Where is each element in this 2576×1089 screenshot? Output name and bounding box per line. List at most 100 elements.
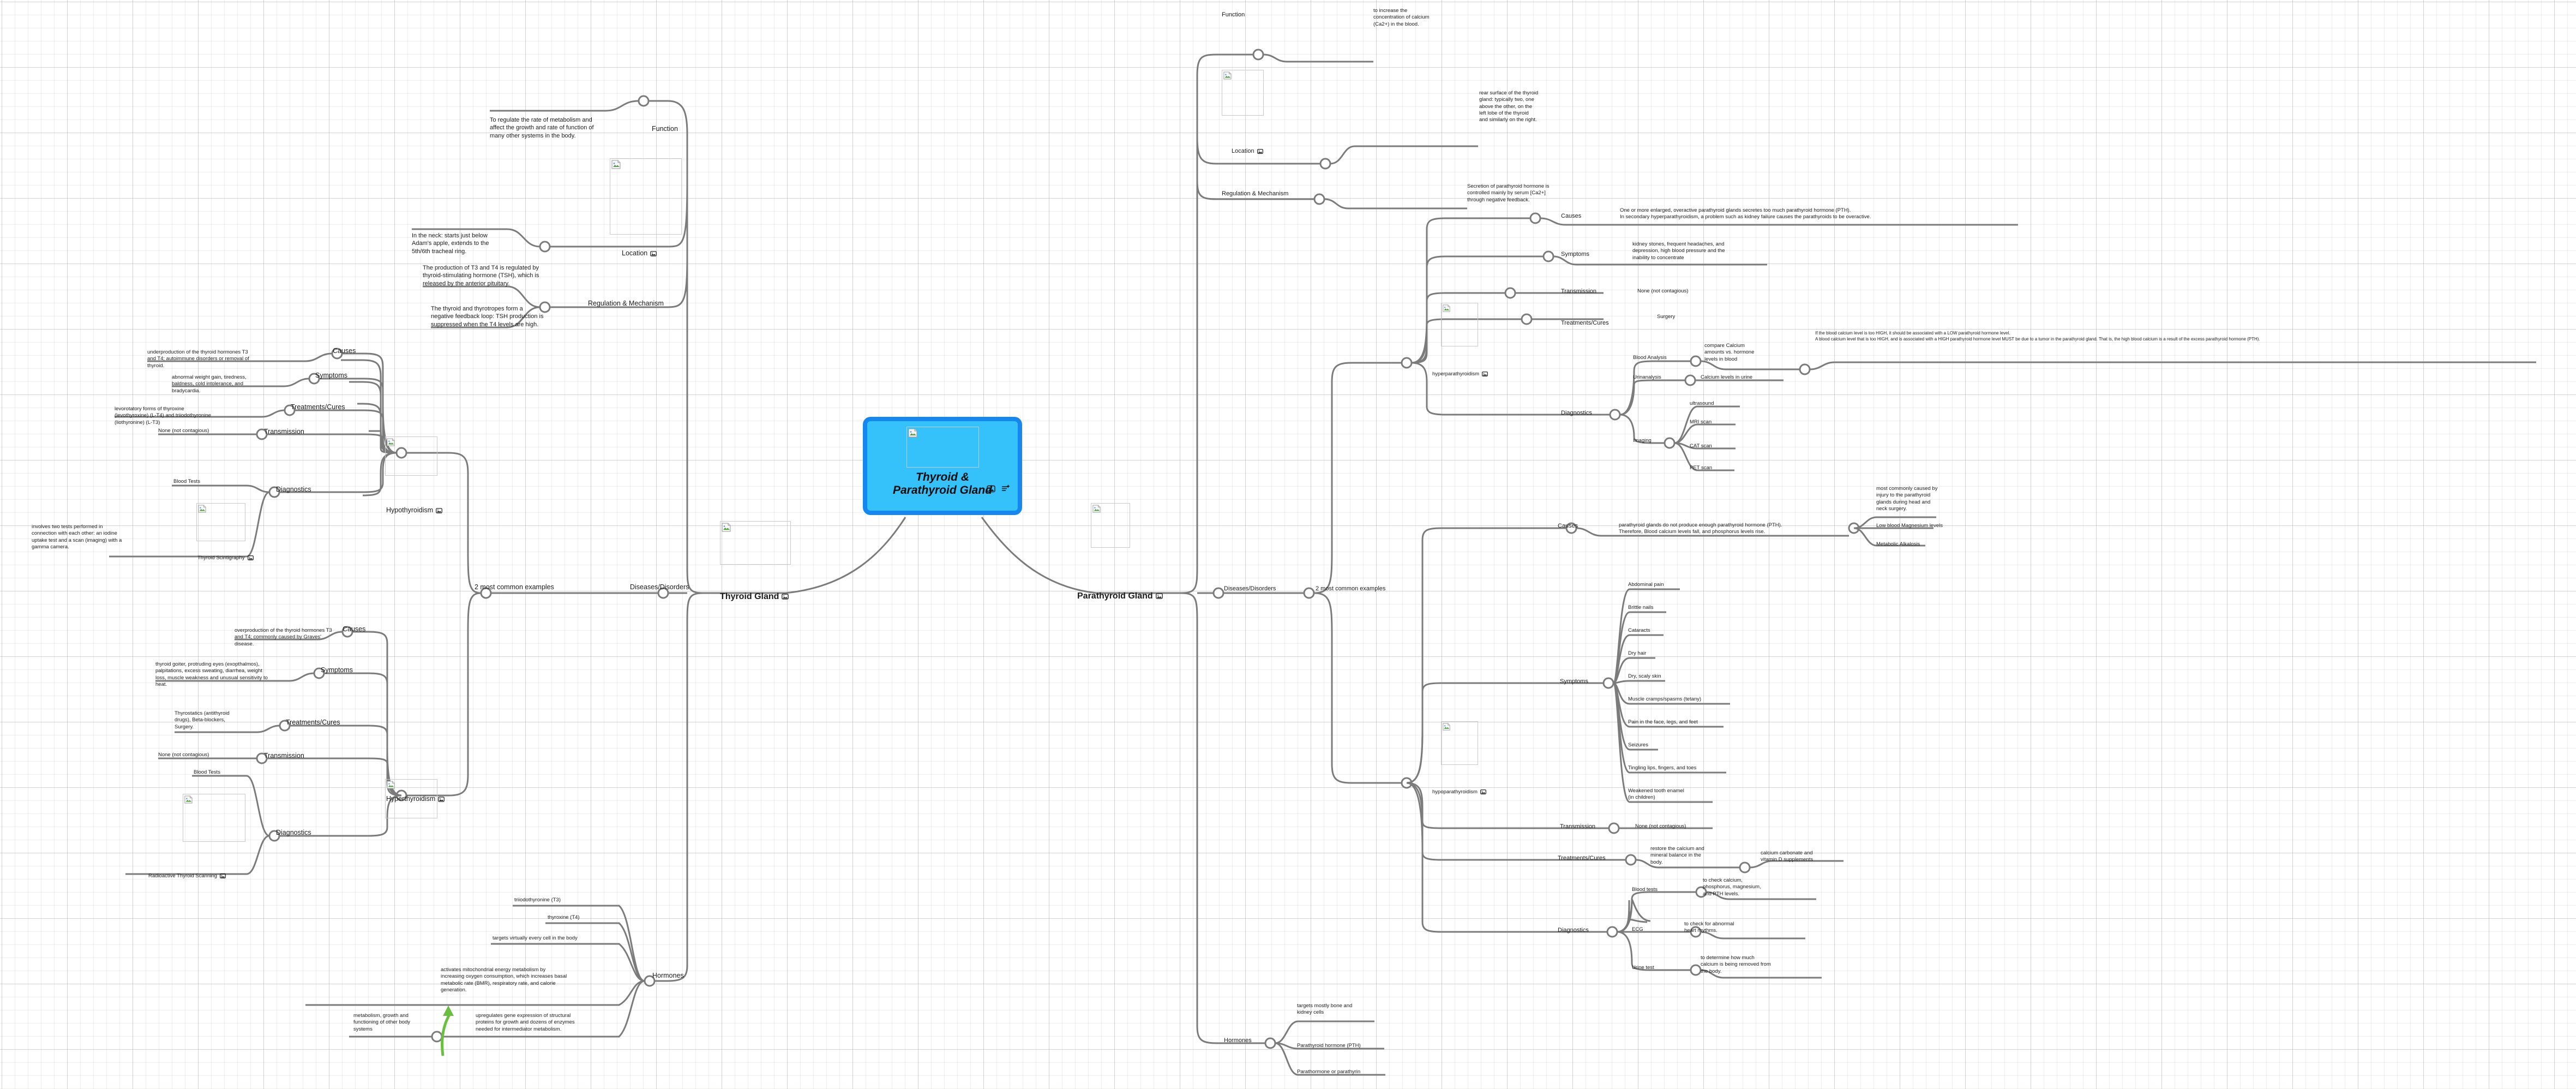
thyroid-gland-image-placeholder (720, 521, 791, 565)
image-icon[interactable] (247, 555, 254, 561)
radioactive-thyroid-scanning-image-placeholder (183, 794, 245, 842)
hypothyroidism-treatments-label: Treatments/Cures (291, 403, 345, 411)
thyroid-location-image-placeholder (610, 158, 682, 235)
parathyroid-hormone-pth: Parathyroid hormone (PTH) (1297, 1043, 1361, 1049)
image-icon[interactable] (1480, 789, 1486, 795)
hypothyroidism-diagnostics-label: Diagnostics (276, 486, 311, 493)
symptom-item-6: Pain in the face, legs, and feet (1628, 719, 1698, 725)
broken-image-icon (1443, 304, 1452, 314)
broken-image-icon (1223, 71, 1233, 81)
thyroid-hormone-action-bmr: activates mitochondrial energy metabolis… (441, 967, 567, 994)
hyperthyroidism-treatments-detail: Thyrostatics (antithyroid drugs), Beta-b… (175, 710, 230, 730)
disease-node-hyperthyroidism: Hyperthyroidism (386, 786, 490, 804)
image-icon[interactable] (438, 796, 445, 803)
broken-image-icon (198, 505, 207, 514)
hyperthyroidism-symptoms-detail: thyroid goiter, protruding eyes (exoptha… (155, 661, 268, 688)
parathyroid-diseases-label: Diseases/Disorders (1224, 585, 1276, 592)
symptom-item-2: Cataracts (1628, 627, 1650, 633)
root-title: Thyroid & Parathyroid Gland (892, 471, 993, 497)
parathyroid-location-detail: rear surface of the thyroid gland: typic… (1479, 90, 1539, 123)
symptom-item-9: Weakened tooth enamel (in children) (1628, 788, 1684, 801)
imaging-option-pet: PET scan (1690, 465, 1713, 471)
hyperparathyroidism-diagnostics-label: Diagnostics (1561, 410, 1592, 416)
thyroid-diseases-examples-label: 2 most common examples (475, 583, 554, 591)
hypothyroidism-treatments-detail: levorotatory forms of thyroxine (levothy… (115, 406, 211, 426)
broken-image-icon (908, 428, 917, 438)
hyperthyroidism-image-placeholder (385, 779, 437, 818)
hypoparathyroidism-causes-child-0: most commonly caused by injury to the pa… (1876, 486, 1938, 512)
hyperparathyroidism-treatments-label: Treatments/Cures (1561, 320, 1609, 326)
hypoparathyroidism-causes-detail: parathyroid glands do not produce enough… (1619, 522, 1782, 535)
root-node[interactable]: Thyroid & Parathyroid Gland (863, 417, 1022, 515)
image-icon[interactable] (1257, 148, 1263, 154)
image-icon[interactable] (436, 507, 442, 514)
parathyroid-diseases-examples-label: 2 most common examples (1316, 585, 1386, 592)
parathyroid-hormone-parathormone: Parathormone or parathyrin (1297, 1069, 1361, 1075)
add-note-icon[interactable] (1001, 484, 1010, 496)
hyperparathyroidism-causes-detail: One or more enlarged, overactive parathy… (1620, 207, 1871, 220)
thyroid-location-detail: In the neck: starts just below Adam's ap… (412, 232, 489, 255)
hypoparathyroidism-causes-child-1: Low blood Magnesium levels (1876, 523, 1943, 529)
hypoparathyroidism-transmission-label: Transmission (1560, 823, 1595, 830)
thyroid-hormones-annotation: metabolism, growth and functioning of ot… (353, 1013, 411, 1032)
hypothyroidism-transmission-label: Transmission (264, 428, 304, 435)
thyroid-function-detail: To regulate the rate of metabolism and a… (490, 117, 594, 139)
hyperparathyroidism-blood-analysis-detail: compare Calcium amounts vs. hormone leve… (1704, 343, 1755, 362)
thyroid-gland-label: Thyroid Gland (720, 580, 829, 603)
hypoparathyroidism-blood-tests-label: Blood tests (1632, 887, 1658, 893)
hypothyroidism-blood-tests: Blood Tests (173, 478, 200, 484)
hyperparathyroidism-transmission-label: Transmission (1561, 288, 1596, 295)
image-icon[interactable] (1155, 593, 1163, 600)
image-icon[interactable] (220, 873, 226, 879)
thyroid-location-label: Location (622, 240, 714, 258)
hyperparathyroidism-blood-analysis-label: Blood Analysis (1633, 355, 1667, 361)
broken-image-icon (1092, 505, 1102, 514)
image-icon[interactable] (782, 593, 789, 600)
imaging-option-mri: MRI scan (1690, 419, 1712, 425)
thyroid-hormone-t4: thyroxine (T4) (548, 914, 580, 920)
hyperthyroidism-transmission-detail: None (not contagious) (158, 752, 209, 758)
parathyroid-function-detail: to increase the concentration of calcium… (1373, 8, 1430, 27)
thyroid-diseases-label: Diseases/Disorders (630, 583, 689, 591)
broken-image-icon (387, 438, 396, 447)
hyperthyroidism-causes-detail: overproduction of the thyroid hormones T… (235, 627, 332, 647)
disease-node-hyperparathyroidism: hyperparathyroidism (1432, 364, 1541, 378)
hypothyroidism-causes-label: Causes (333, 347, 356, 355)
hypoparathyroidism-image-placeholder (1441, 721, 1478, 765)
hyperparathyroidism-symptoms-label: Symptoms (1561, 251, 1589, 258)
image-icon[interactable] (1482, 371, 1488, 377)
thyroid-scintigraphy-detail: involves two tests performed in connecti… (32, 524, 122, 551)
imaging-option-ultrasound: ultrasound (1690, 400, 1714, 406)
thyroid-function-label: Function (652, 125, 678, 133)
image-icon[interactable] (987, 484, 995, 496)
broken-image-icon (1443, 723, 1452, 732)
thyroid-regulation-detail-0: The production of T3 and T4 is regulated… (423, 265, 539, 287)
image-icon[interactable] (650, 250, 657, 257)
disease-node-hypothyroidism: Hypothyroidism (386, 497, 484, 515)
hypothyroidism-transmission-detail: None (not contagious) (158, 428, 209, 434)
imaging-option-cat: CAT scan (1690, 443, 1712, 449)
hyperthyroidism-blood-tests: Blood Tests (194, 769, 220, 775)
hyperthyroidism-treatments-label: Treatments/Cures (286, 719, 340, 726)
hypoparathyroidism-urine-test-label: Urine test (1632, 965, 1654, 971)
thyroid-hormone-action-gene: upregulates gene expression of structura… (476, 1013, 575, 1032)
hypothyroidism-image-placeholder (385, 436, 437, 476)
hyperparathyroidism-urinanalysis-label: Urinanalysis (1633, 374, 1661, 380)
hypoparathyroidism-causes-label: Causes (1558, 523, 1578, 529)
parathyroid-gland-image-placeholder (1091, 503, 1130, 548)
hypoparathyroidism-causes-child-2: Metabolic Alkalosis (1876, 541, 1920, 547)
hyperparathyroidism-urinanalysis-detail: Calcium levels in urine (1701, 374, 1753, 380)
symptom-item-3: Dry hair (1628, 650, 1647, 656)
parathyroid-function-label: Function (1222, 11, 1245, 18)
parathyroid-location-label: Location (1232, 140, 1319, 155)
hypothyroidism-symptoms-label: Symptoms (315, 372, 348, 379)
thyroid-regulation-detail-1: The thyroid and thyrotropes form a negat… (431, 306, 544, 328)
hyperparathyroidism-imaging-label: Imaging (1633, 438, 1652, 444)
hypoparathyroidism-blood-tests-detail: to check calcium, phosphorus, magnesium,… (1703, 877, 1761, 897)
hypothyroidism-symptoms-detail: abnormal weight gain, tiredness, baldnes… (172, 374, 247, 394)
symptom-item-5: Muscle cramps/spasms (tetany) (1628, 696, 1702, 702)
hyperthyroidism-transmission-label: Transmission (264, 752, 304, 759)
symptom-item-8: Tingling lips, fingers, and toes (1628, 765, 1697, 771)
thyroid-scintigraphy-label: Thyroid Scintigraphy (197, 548, 307, 562)
